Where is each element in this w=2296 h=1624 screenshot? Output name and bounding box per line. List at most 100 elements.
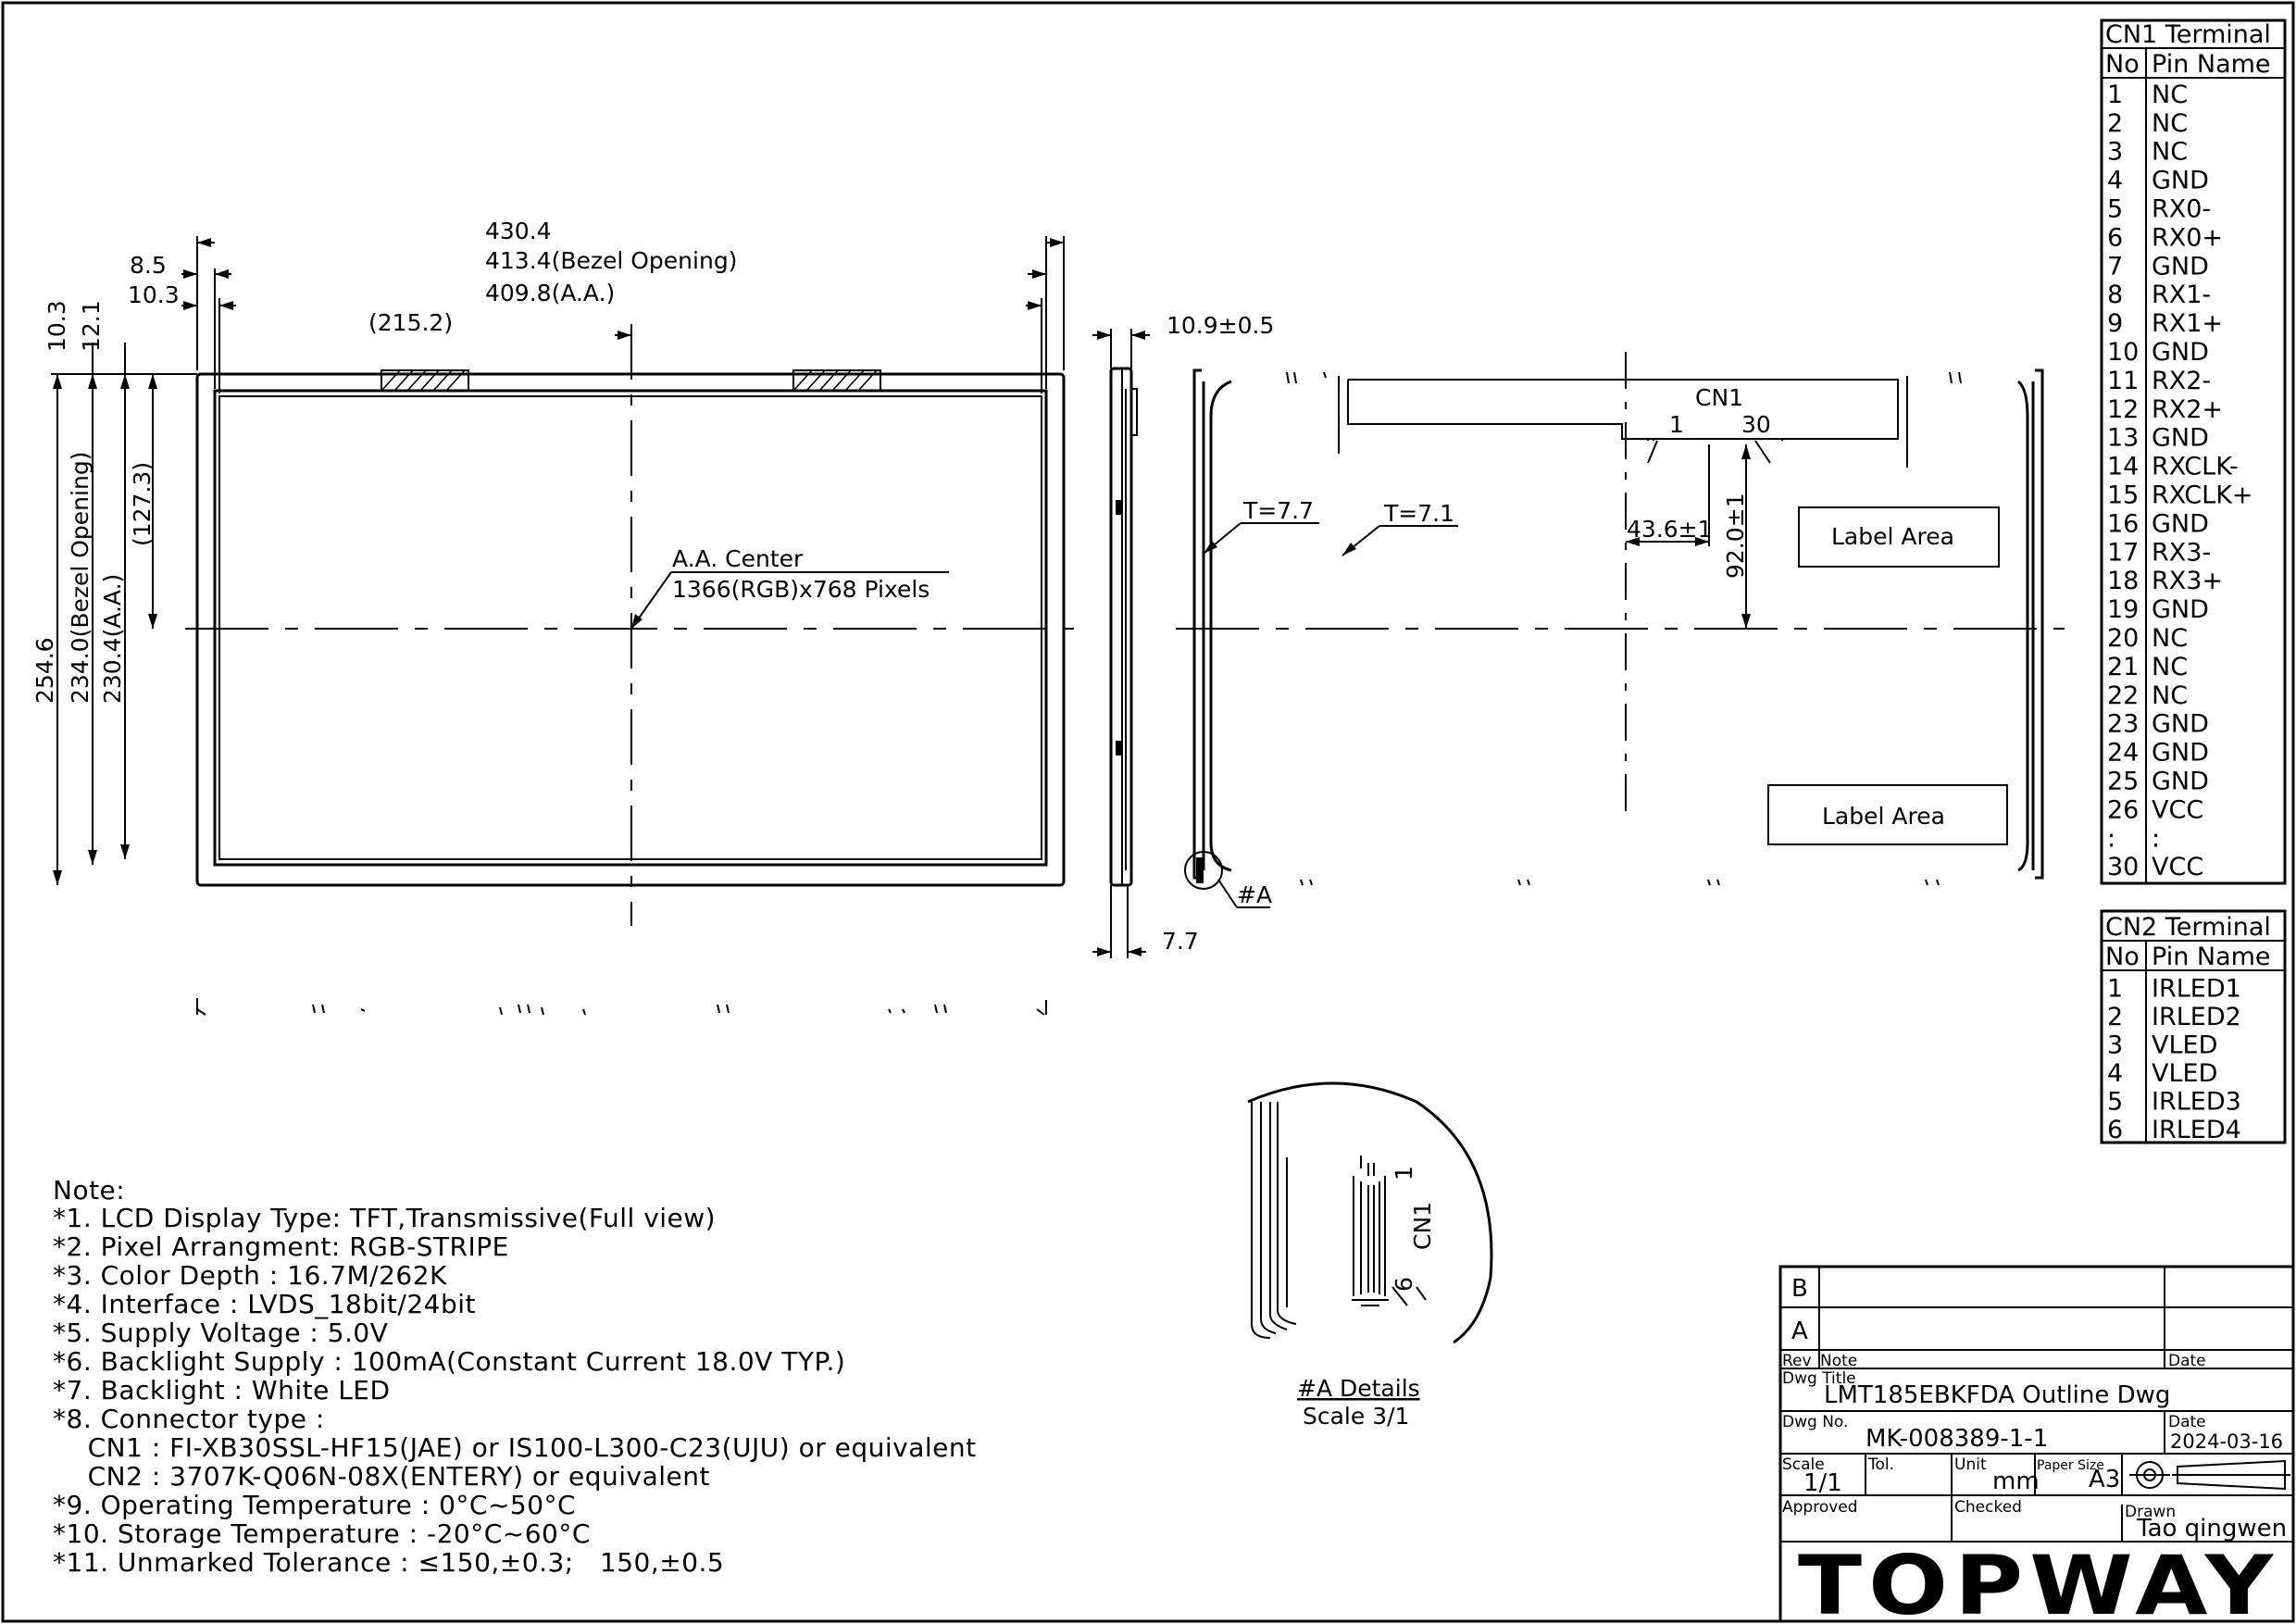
note-line: *6. Backlight Supply : 100mA(Constant Cu… [53, 1346, 845, 1377]
tb-approved-label: Approved [1782, 1498, 1858, 1517]
side-view: 10.9±0.5 7.7 [1092, 312, 1274, 958]
note-line: *10. Storage Temperature : -20°C~60°C [53, 1518, 591, 1549]
cn1-pin-no: 14 [2107, 453, 2139, 481]
tb-dwg-title-label: Dwg Title [1782, 1369, 1856, 1388]
tb-dwg-title: LMT185EBKFDA Outline Dwg [1824, 1381, 2170, 1409]
cn1-pin-no: 24 [2107, 739, 2139, 768]
cn2-pin-no: 6 [2107, 1116, 2123, 1144]
cn1-pin-no: 11 [2107, 367, 2139, 395]
cn1-pin-name: GND [2152, 739, 2209, 768]
cn1-pin-name: NC [2152, 681, 2188, 710]
dim-overall-width: 430.4 [485, 218, 552, 244]
cn1-pin-name: GND [2152, 768, 2209, 796]
cn1-pin-no: 10 [2107, 338, 2139, 367]
rear-thickness-2: T=7.1 [1383, 500, 1454, 527]
dim-side-thickness-bottom: 7.7 [1162, 928, 1199, 955]
cn1-pin-name: GND [2152, 595, 2209, 624]
dim-overall-height: 254.6 [31, 637, 58, 704]
cn1-pin-no: 23 [2107, 710, 2139, 739]
cn1-pin-name: GND [2152, 424, 2209, 453]
detail-title: #A Details [1297, 1375, 1420, 1402]
dim-cn1-x: 43.6±1 [1627, 516, 1713, 543]
cn1-pin-name: RX3+ [2152, 567, 2223, 595]
cn1-pin-no: 3 [2107, 138, 2123, 167]
detail-a-ref: #A [1237, 881, 1272, 908]
note-line: CN2 : 3707K-Q06N-08X(ENTERY) or equivale… [53, 1461, 710, 1492]
cn1-pin-name: RXCLK+ [2152, 481, 2253, 510]
cn2-pin-no: 1 [2107, 975, 2123, 1004]
cn1-pin-no: 12 [2107, 395, 2139, 424]
cn1-pin-name: NC [2152, 653, 2188, 681]
tb-scale-value: 1/1 [1803, 1469, 1842, 1497]
cn2-pin-name: IRLED2 [2152, 1003, 2241, 1031]
dim-aa-width: 409.8(A.A.) [485, 280, 615, 306]
cn1-pin-name: RX1- [2152, 281, 2211, 309]
topway-logo: TOPWAY [1798, 1538, 2279, 1624]
cn1-pin-no: : [2107, 824, 2115, 853]
dim-half-width: (215.2) [368, 309, 453, 336]
cn1-pin-name: GND [2152, 338, 2209, 367]
hatch-tab-right [792, 369, 881, 392]
note-line: *2. Pixel Arrangment: RGB-STRIPE [53, 1231, 509, 1262]
rear-thickness-1: T=7.7 [1242, 497, 1314, 524]
detail-cn1-label: CN1 [1409, 1202, 1436, 1250]
label-area-2 [1767, 784, 2008, 845]
note-line: *7. Backlight : White LED [53, 1375, 391, 1405]
note-line: CN1 : FI-XB30SSL-HF15(JAE) or IS100-L300… [53, 1432, 977, 1463]
cn1-pin-no: 18 [2107, 567, 2139, 595]
cn1-table-title: CN1 Terminal [2105, 20, 2271, 49]
detail-a-view: CN1 1 6 #A Details Scale 3/1 [1247, 1081, 1493, 1430]
dim-top-offset-2: 12.1 [78, 300, 105, 352]
detail-scale: Scale 3/1 [1303, 1403, 1409, 1430]
cn2-pin-name: VLED [2152, 1031, 2217, 1060]
detail-pin-1: 1 [1391, 1166, 1417, 1181]
cn1-pin-name: GND [2152, 167, 2209, 195]
cn1-pin-name: GND [2152, 710, 2209, 739]
dim-half-height: (127.3) [129, 462, 156, 546]
cn1-pin-no: 20 [2107, 624, 2139, 653]
label-area-1 [1798, 506, 2000, 568]
tb-tol-label: Tol. [1867, 1455, 1894, 1474]
tb-paper-value: A3 [2089, 1466, 2120, 1493]
detail-a-circle [1184, 851, 1223, 890]
rear-cn1-pin-last: 30 [1741, 411, 1771, 438]
note-line: *11. Unmarked Tolerance : ≤150,±0.3; 150… [53, 1547, 724, 1578]
note-line: *1. LCD Display Type: TFT,Transmissive(F… [53, 1203, 716, 1233]
tb-date-label: Date [2168, 1413, 2206, 1431]
dim-side-thickness: 10.9±0.5 [1167, 312, 1274, 339]
cn2-pin-no: 2 [2107, 1003, 2123, 1031]
cn2-pin-name: IRLED1 [2152, 975, 2241, 1004]
cn1-pin-no: 1 [2107, 81, 2123, 109]
notes: Note: *1. LCD Display Type: TFT,Transmis… [53, 1175, 977, 1578]
cn1-pin-name: GND [2152, 509, 2209, 538]
cn1-pin-no: 15 [2107, 481, 2139, 510]
rear-cn1-label: CN1 [1695, 384, 1743, 411]
cn1-pin-name: RX0+ [2152, 223, 2223, 252]
note-line: *9. Operating Temperature : 0°C~50°C [53, 1490, 576, 1520]
cn1-col-no: No [2105, 50, 2140, 79]
hatch-tab-left [381, 369, 469, 392]
tb-rev-b: B [1791, 1275, 1808, 1303]
cn1-pin-no: 13 [2107, 424, 2139, 453]
note-line: *8. Connector type : [53, 1404, 325, 1434]
cn1-pin-name: GND [2152, 252, 2209, 281]
cn1-pin-no: 4 [2107, 167, 2123, 195]
projection-symbol-icon [2129, 1459, 2290, 1491]
cn1-col-name: Pin Name [2152, 50, 2271, 79]
cn2-pin-no: 5 [2107, 1088, 2123, 1117]
cn2-pin-no: 3 [2107, 1031, 2123, 1060]
title-block: B A Rev Note Date Dwg Title LMT185EBKFDA… [1778, 1265, 2295, 1624]
pixel-count-label: 1366(RGB)x768 Pixels [672, 576, 930, 603]
cn1-pin-name: RX3- [2152, 538, 2211, 567]
tb-paper-label: Paper Size [2037, 1458, 2104, 1473]
cn1-pin-name: NC [2152, 109, 2188, 138]
front-view: 430.4 413.4(Bezel Opening) 409.8(A.A.) 8… [31, 218, 1074, 1016]
cn1-pin-name: VCC [2152, 795, 2203, 824]
tb-unit-label: Unit [1954, 1455, 1987, 1474]
